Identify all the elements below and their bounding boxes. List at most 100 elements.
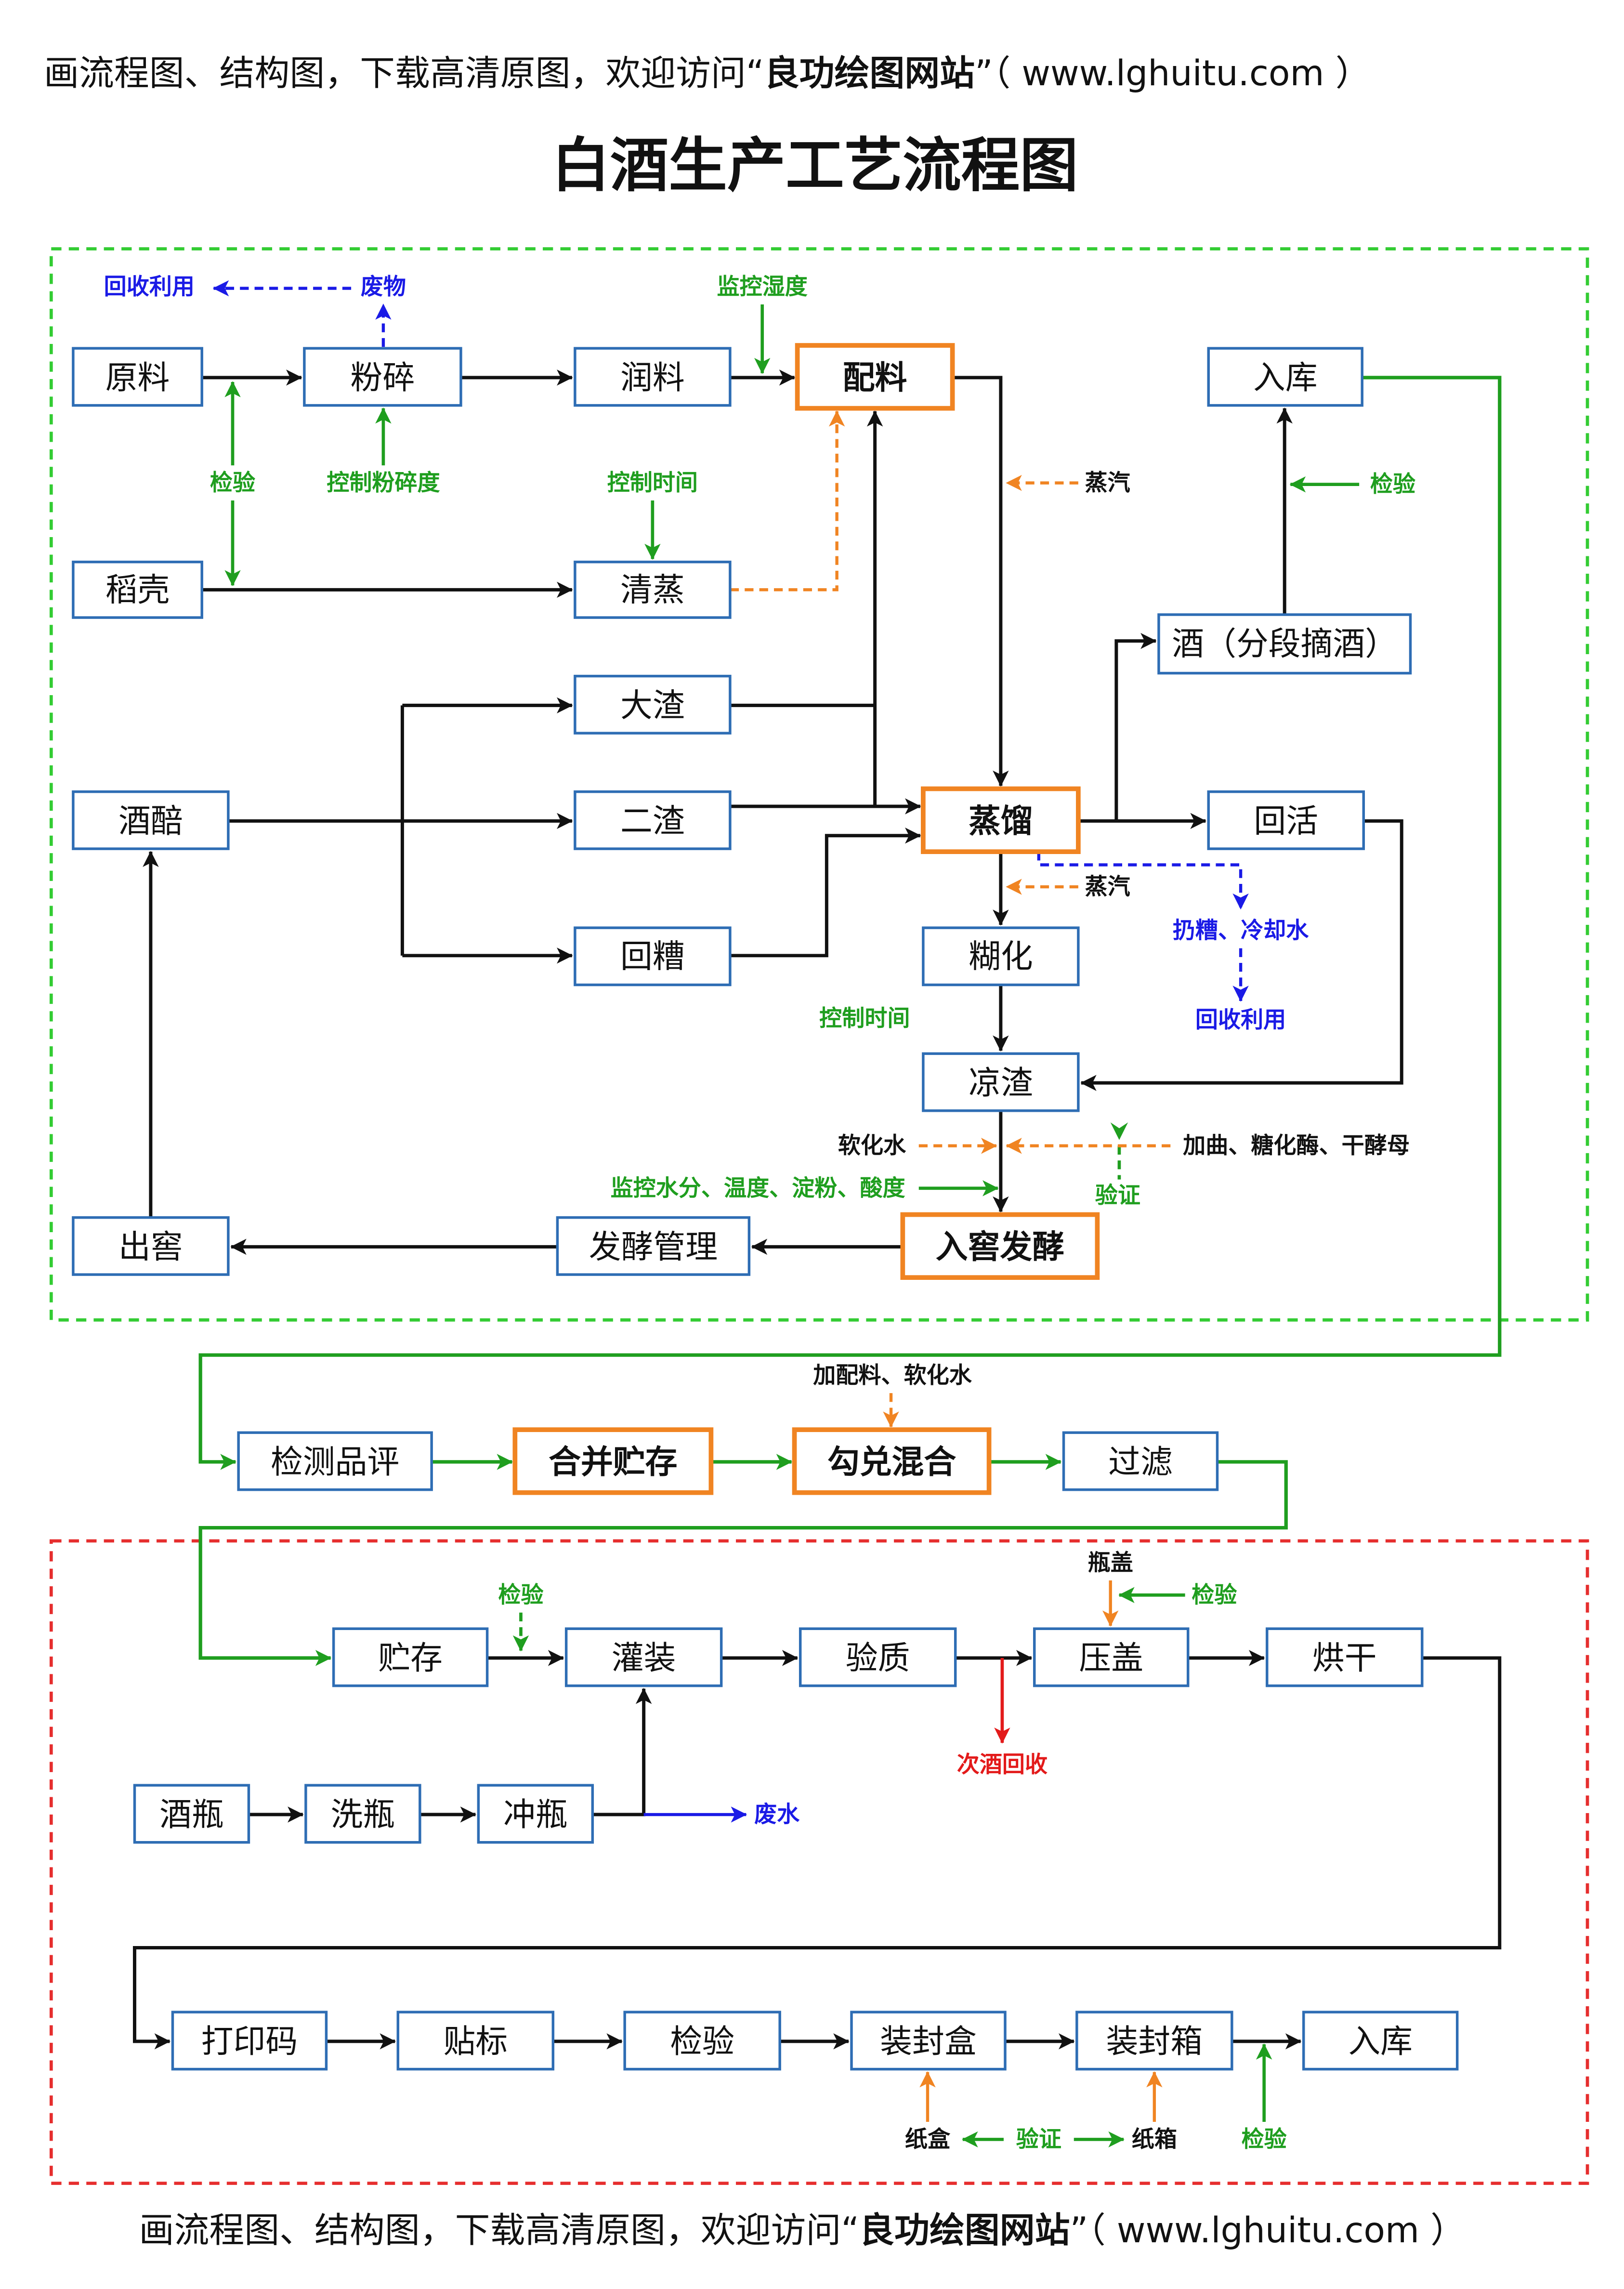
node-fajiao-guanli: 发酵管理: [556, 1216, 751, 1276]
node-label: 合并贮存: [549, 1443, 677, 1481]
node-chongping: 冲瓶: [477, 1784, 594, 1844]
arrow-huihuo-to-liangzha: [1080, 819, 1403, 1091]
note-inspect-store: 检验: [1242, 2126, 1287, 2153]
node-box: [574, 790, 732, 850]
node-label: 过滤: [1108, 1443, 1173, 1481]
note-carton-case: 纸箱: [1132, 2126, 1177, 2153]
node-label: 二渣: [620, 802, 685, 840]
node-label: 压盖: [1079, 1639, 1143, 1677]
node-peiliao: 配料: [795, 343, 955, 411]
node-box: [574, 347, 732, 407]
header-suffix: ”（ www.lghuitu.com ）: [975, 53, 1371, 93]
node-ruku-bottling: 入库: [1302, 2011, 1459, 2071]
node-jiu-fenduan: 酒（分段摘酒）: [1157, 613, 1412, 675]
node-box-highlight: [795, 343, 955, 411]
node-jiupei: 酒醅: [72, 790, 230, 850]
node-box-highlight: [512, 1427, 714, 1495]
node-label: 润料: [620, 359, 685, 396]
node-box: [799, 1627, 957, 1687]
brewing-notes: 回收利用 废物 监控湿度 检验 控制粉碎度 控制时间 蒸汽 检验 蒸汽 扔糟、冷…: [104, 274, 1415, 1209]
bottling-notes: 检验 瓶盖 检验 次酒回收 废水 纸盒 验证 纸箱 检验: [498, 1550, 1286, 2153]
node-label: 入库: [1348, 2023, 1413, 2060]
node-label: 灌装: [612, 1639, 676, 1677]
node-box: [556, 1216, 751, 1276]
node-qingzheng: 清蒸: [574, 560, 732, 619]
node-label: 回糟: [620, 937, 685, 975]
node-box: [72, 347, 203, 407]
blending-nodes: 检测品评 合并贮存 勾兑混合 过滤 加配料、软化水: [237, 1362, 1219, 1495]
arrow-honggan-to-dayinma: [132, 1656, 1502, 2050]
node-label: 检测品评: [271, 1443, 399, 1481]
node-label: 酒（分段摘酒）: [1172, 625, 1397, 663]
node-box: [304, 1784, 421, 1844]
node-daoke: 稻壳: [72, 560, 203, 619]
note-control-time-2: 控制时间: [819, 1005, 910, 1032]
node-label: 配料: [843, 359, 907, 396]
arrow-ruku-to-jiance: [198, 376, 1502, 1470]
node-box: [1207, 790, 1365, 850]
footer-suffix: ”（ www.lghuitu.com ）: [1070, 2210, 1466, 2250]
node-huhua: 糊化: [922, 926, 1080, 987]
node-goudui-hunhe: 勾兑混合: [792, 1427, 992, 1495]
header-banner: 画流程图、结构图，下载高清原图，欢迎访问“良功绘图网站”（ www.lghuit…: [44, 53, 1370, 93]
verify-arrowhead: [1110, 1122, 1128, 1140]
note-recycle-1: 回收利用: [104, 274, 195, 300]
node-label: 装封盒: [880, 2023, 976, 2060]
node-label: 凉渣: [969, 1064, 1033, 1102]
node-jianyan: 检验: [623, 2011, 781, 2071]
note-soft-water: 软化水: [838, 1132, 906, 1159]
arrow-zhengliu-to-jiu: [1114, 632, 1157, 821]
node-honggan: 烘干: [1266, 1627, 1424, 1687]
node-box: [332, 1627, 489, 1687]
note-verify-packaging: 验证: [1016, 2126, 1061, 2153]
node-label: 入窖发酵: [936, 1228, 1064, 1265]
node-label: 勾兑混合: [827, 1443, 956, 1481]
node-liangzha: 凉渣: [922, 1052, 1080, 1112]
footer-banner: 画流程图、结构图，下载高清原图，欢迎访问“良功绘图网站”（ www.lghuit…: [139, 2210, 1466, 2250]
node-zhengliu: 蒸馏: [921, 786, 1081, 854]
note-monitor-params: 监控水分、温度、淀粉、酸度: [611, 1175, 905, 1201]
node-jiance-pingping: 检测品评: [237, 1431, 433, 1491]
node-label: 糊化: [969, 937, 1033, 975]
node-box-highlight: [921, 786, 1081, 854]
footer-prefix: 画流程图、结构图，下载高清原图，欢迎访问“: [139, 2210, 860, 2250]
node-dazha: 大渣: [574, 674, 732, 735]
node-box: [922, 1052, 1080, 1112]
node-label: 稻壳: [105, 571, 170, 608]
node-box: [396, 2011, 555, 2071]
node-box: [1302, 2011, 1459, 2071]
node-box: [133, 1784, 250, 1844]
note-inspect-1: 检验: [210, 470, 255, 496]
node-box: [1207, 347, 1363, 407]
node-box: [72, 560, 203, 619]
node-runliao: 润料: [574, 347, 732, 407]
bottling-nodes: 贮存 灌装 验质 压盖 烘干 酒瓶 洗瓶 冲瓶 打印码 贴标 检验 装封盒 装封…: [133, 1627, 1459, 2071]
note-waste: 废物: [361, 274, 406, 300]
node-label: 打印码: [201, 2023, 298, 2060]
note-inspect-cap: 检验: [1192, 1582, 1237, 1608]
node-zhuang-fenghe: 装封盒: [850, 2011, 1007, 2071]
note-add-ingredients: 加配料、软化水: [813, 1362, 972, 1389]
node-label: 大渣: [620, 686, 685, 724]
node-box: [303, 347, 462, 407]
header-brand: 良功绘图网站: [764, 53, 975, 93]
node-jiuping: 酒瓶: [133, 1784, 250, 1844]
node-box: [623, 2011, 781, 2071]
node-box: [1062, 1431, 1219, 1491]
node-guolv: 过滤: [1062, 1431, 1219, 1491]
node-box: [850, 2011, 1007, 2071]
node-tiebiao: 贴标: [396, 2011, 555, 2071]
note-inspect-fill: 检验: [498, 1582, 543, 1608]
node-erzha: 二渣: [574, 790, 732, 850]
note-inspect-2: 检验: [1370, 471, 1415, 498]
node-label: 贴标: [443, 2023, 508, 2060]
node-label: 装封箱: [1106, 2023, 1203, 2060]
node-yagai: 压盖: [1033, 1627, 1190, 1687]
arrow-guolv-to-zhucun: [198, 1460, 1288, 1666]
brewing-nodes: 原料 粉碎 润料 配料 入库 稻壳 清蒸 酒（分段摘酒） 大渣 酒醅 二渣 蒸馏…: [72, 343, 1412, 1280]
note-steam-2: 蒸汽: [1085, 874, 1130, 900]
node-label: 回活: [1254, 802, 1318, 840]
node-box: [574, 560, 732, 619]
node-rujiao-fajiao: 入窖发酵: [900, 1212, 1100, 1280]
